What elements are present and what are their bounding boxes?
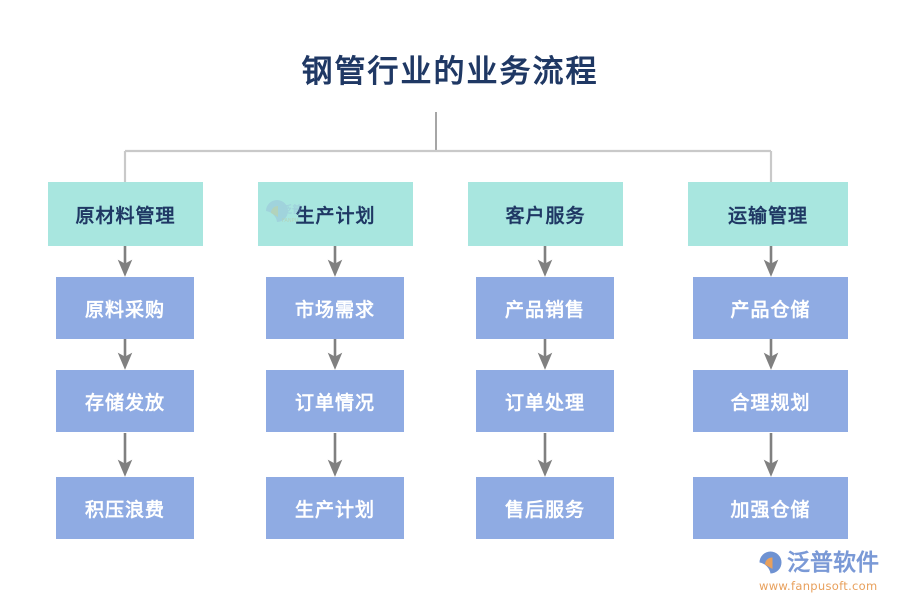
column-4-step-2-box[interactable]: 合理规划 [693,370,848,432]
column-4-step-3-box[interactable]: 加强仓储 [693,477,848,539]
column-1-step-3-label: 积压浪费 [84,498,165,521]
column-2-step-3-label: 生产计划 [294,498,375,521]
column-4-step-3-label: 加强仓储 [730,498,811,521]
column-1-header-label: 原材料管理 [75,204,176,227]
column-3-step-1-box[interactable]: 产品销售 [476,277,614,339]
column-2-step-2-box[interactable]: 订单情况 [266,370,404,432]
fanpu-mark-icon [759,551,782,574]
column-4-header-box[interactable]: 运输管理 [688,182,848,246]
column-2-step-1-label: 市场需求 [294,298,375,321]
column-3-header-label: 客户服务 [505,204,586,227]
brand-logo-url: www.fanpusoft.com [759,578,878,593]
column-1-step-3-box[interactable]: 积压浪费 [56,477,194,539]
column-3-step-3-label: 售后服务 [504,498,585,521]
column-4-step-1-label: 产品仓储 [730,298,811,321]
column-2-header-box[interactable]: 生产计划 [258,182,413,246]
column-2-header-label: 生产计划 [295,204,376,227]
page-title: 钢管行业的业务流程 [301,54,599,90]
column-3-header-box[interactable]: 客户服务 [468,182,623,246]
column-3-step-3-box[interactable]: 售后服务 [476,477,614,539]
brand-logo-row: 泛普软件 [757,548,879,578]
brand-logo: 泛普软件 www.fanpusoft.com [757,546,893,594]
column-1-step-1-box[interactable]: 原料采购 [56,277,194,339]
column-2-step-1-box[interactable]: 市场需求 [266,277,404,339]
column-3-step-2-label: 订单处理 [504,391,585,414]
brand-logo-text: 泛普软件 [787,549,879,576]
column-4-header-label: 运输管理 [727,204,808,227]
column-3-step-1-label: 产品销售 [504,298,585,321]
column-1-step-2-box[interactable]: 存储发放 [56,370,194,432]
column-3-step-2-box[interactable]: 订单处理 [476,370,614,432]
column-2-step-2-label: 订单情况 [294,391,375,414]
column-4-step-1-box[interactable]: 产品仓储 [693,277,848,339]
column-1-step-2-label: 存储发放 [84,391,165,414]
column-4-step-2-label: 合理规划 [730,391,811,414]
column-1-header-box[interactable]: 原材料管理 [48,182,203,246]
column-2-step-3-box[interactable]: 生产计划 [266,477,404,539]
column-1-step-1-label: 原料采购 [84,298,165,321]
